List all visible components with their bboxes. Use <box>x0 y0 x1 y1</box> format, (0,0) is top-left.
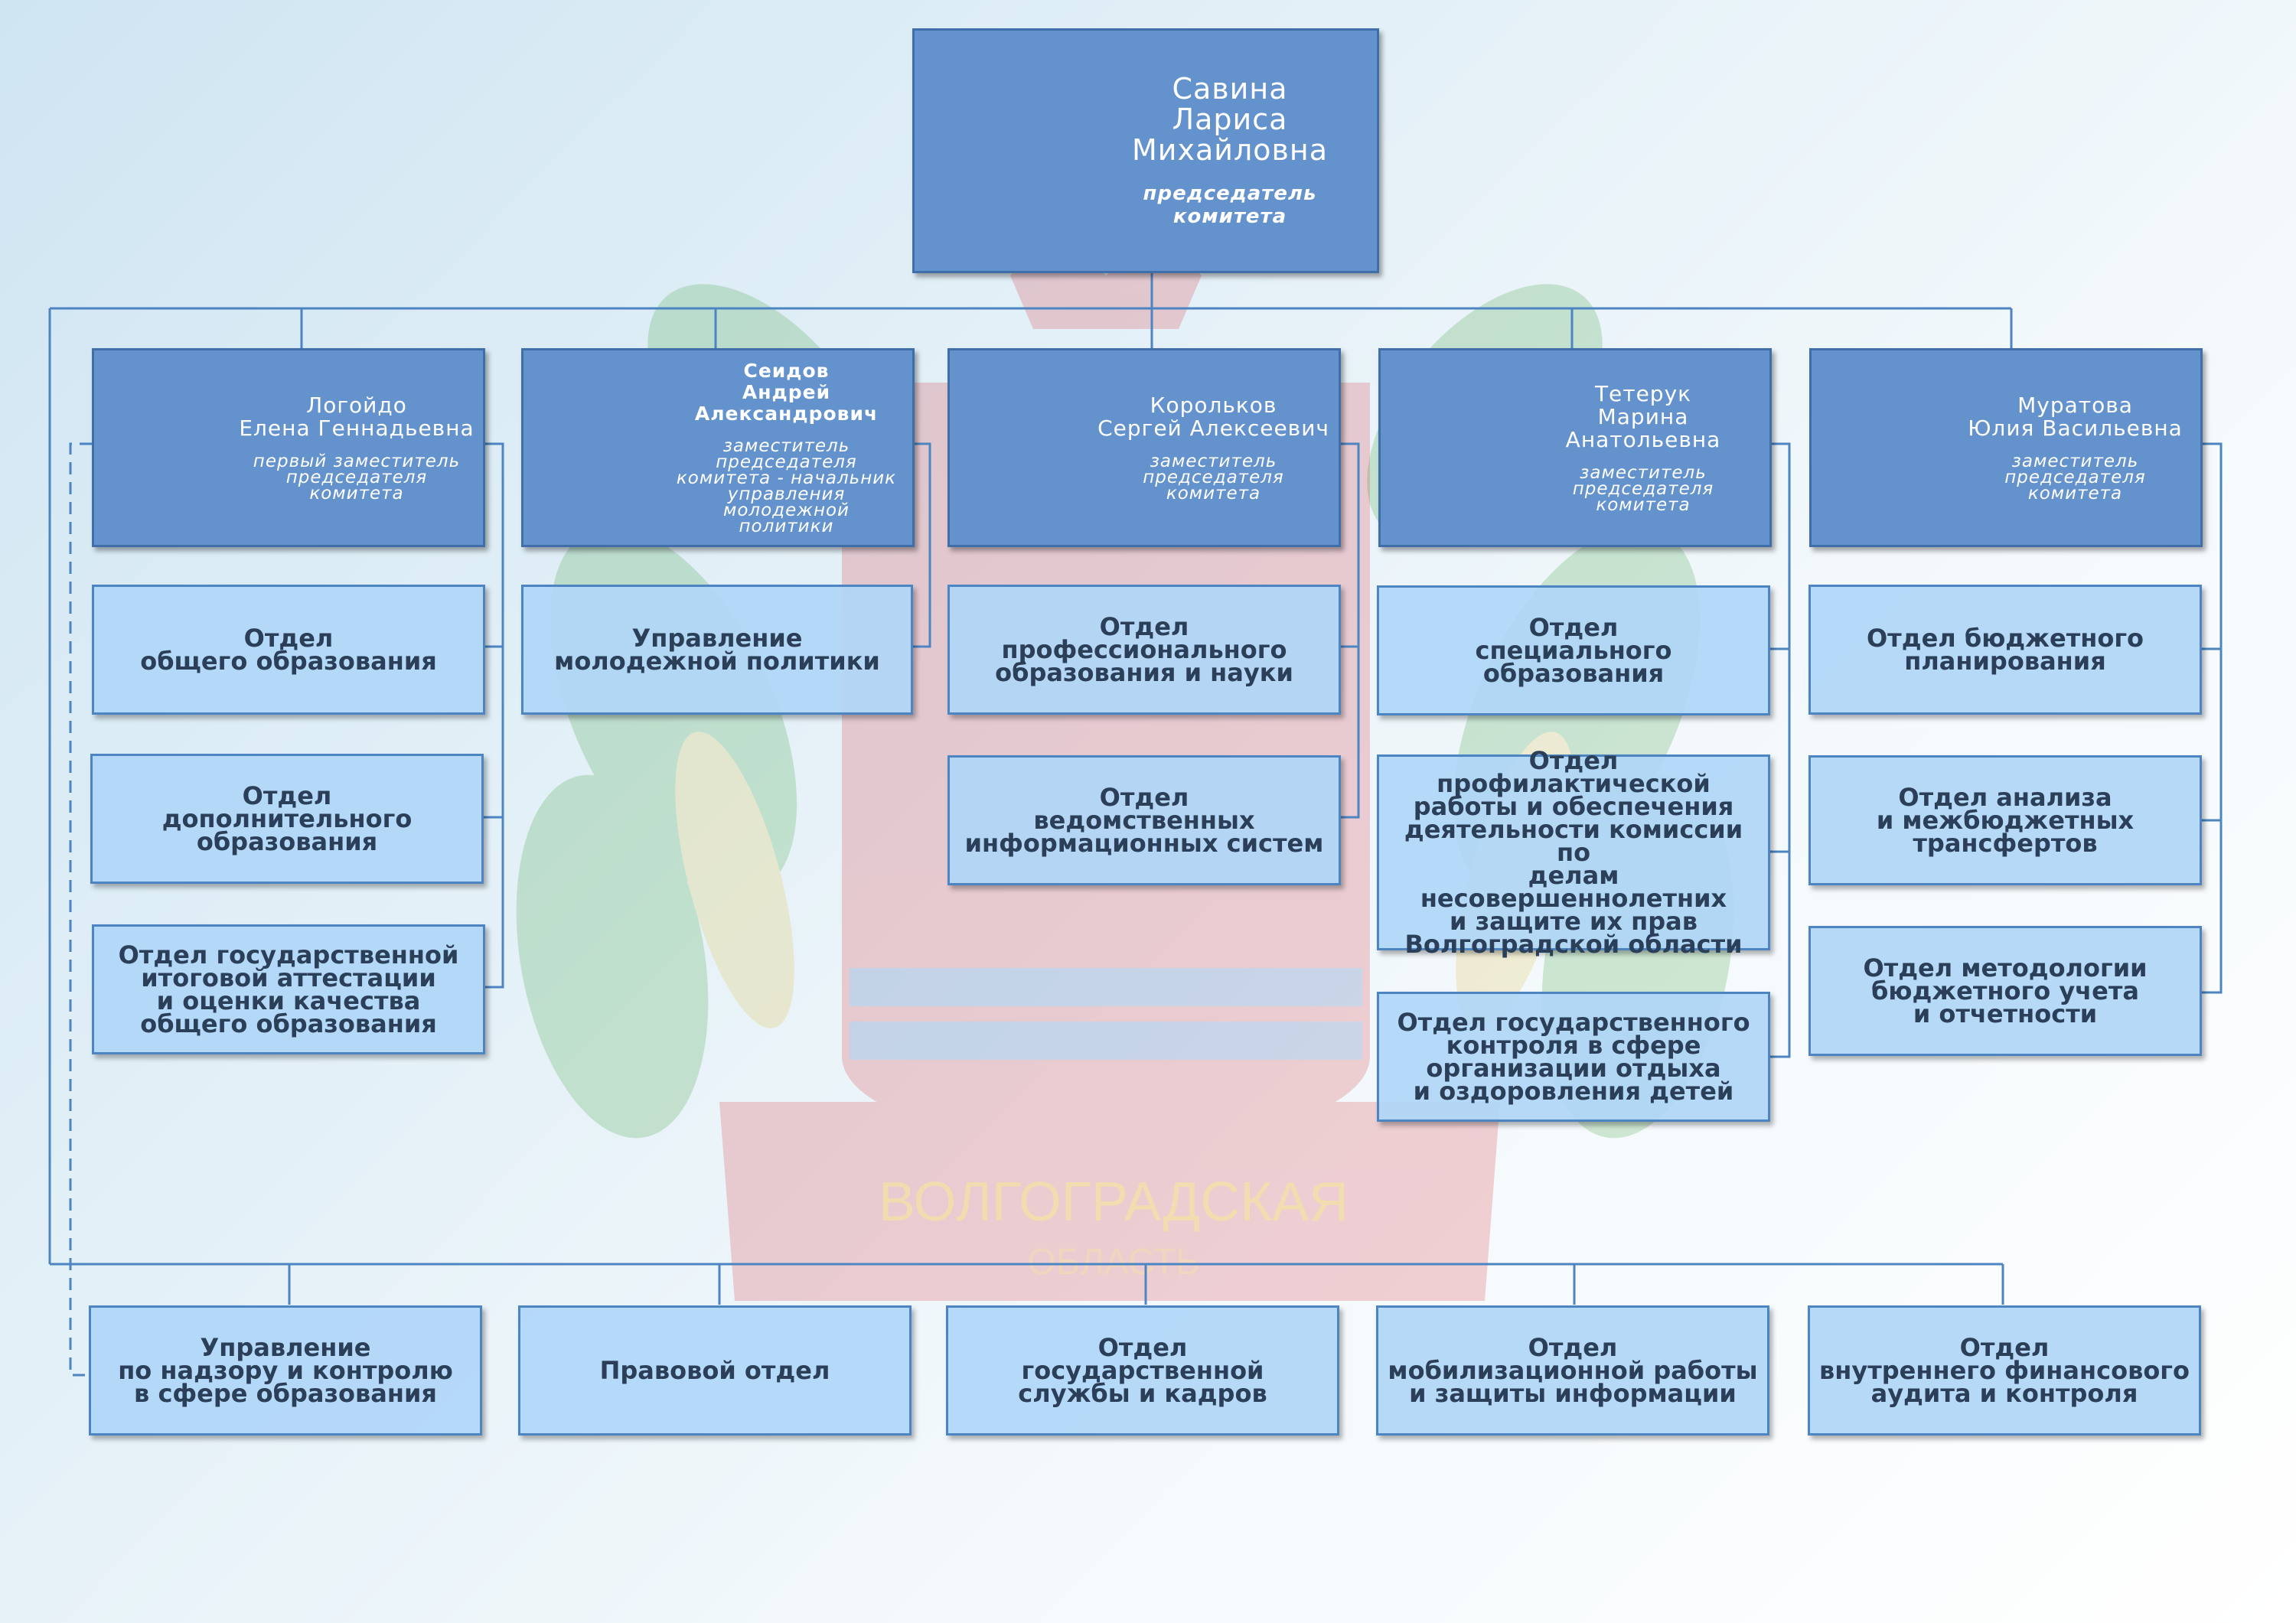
dept-accounting-methodology: Отдел методологии бюджетного учета и отч… <box>1808 926 2202 1056</box>
dept-state-attestation: Отдел государственной итоговой аттестаци… <box>92 924 485 1054</box>
dept-juvenile-commission: Отдел профилактической работы и обеспече… <box>1377 748 1770 957</box>
dept-professional-education: Отдел профессионального образования и на… <box>947 585 1341 715</box>
dept-interbudget-transfers: Отдел анализа и межбюджетных трансфертов <box>1808 755 2202 885</box>
deputy-5-card: Муратова Юлия Васильевна заместитель пре… <box>1809 348 2203 547</box>
dept-information-systems: Отдел ведомственных информационных систе… <box>947 755 1341 885</box>
deputy-4-card: Тетерук Марина Анатольевна заместитель п… <box>1378 348 1772 547</box>
deputy-2-position: заместитель председателя комитета - нача… <box>676 436 897 536</box>
head-card: Савина Лариса Михайловна председатель ко… <box>912 28 1379 273</box>
deputy-1-position: первый заместитель председателя комитета <box>253 451 461 504</box>
dept-additional-education: Отдел дополнительного образования <box>90 754 484 884</box>
deputy-5-name: Муратова Юлия Васильевна <box>1968 392 2183 441</box>
dept-general-education: Отдел общего образования <box>92 585 485 715</box>
head-name: Савина Лариса Михайловна <box>1131 72 1329 167</box>
dept-recreation-control: Отдел государственного контроля в сфере … <box>1377 992 1770 1122</box>
deputy-2-card: Сеидов Андрей Александрович заместитель … <box>521 348 915 547</box>
deputy-5-position: заместитель председателя комитета <box>2004 451 2146 504</box>
deputy-3-name: Корольков Сергей Алексеевич <box>1097 392 1329 441</box>
dept-personnel: Отдел государственной службы и кадров <box>946 1305 1339 1436</box>
deputy-4-name: Тетерук Марина Анатольевна <box>1565 380 1721 452</box>
dept-supervision: Управление по надзору и контролю в сфере… <box>89 1305 482 1436</box>
dept-internal-audit: Отдел внутреннего финансового аудита и к… <box>1808 1305 2201 1436</box>
deputy-4-position: заместитель председателя комитета <box>1572 462 1714 515</box>
deputy-3-position: заместитель председателя комитета <box>1143 451 1284 504</box>
dept-budget-planning: Отдел бюджетного планирования <box>1808 585 2202 715</box>
deputy-1-name: Логойдо Елена Геннадьевна <box>239 392 475 441</box>
deputy-3-card: Корольков Сергей Алексеевич заместитель … <box>947 348 1341 547</box>
dept-youth-policy: Управление молодежной политики <box>521 585 913 715</box>
dept-legal: Правовой отдел <box>518 1305 912 1436</box>
dept-special-education: Отдел специального образования <box>1377 585 1770 715</box>
deputy-1-card: Логойдо Елена Геннадьевна первый замести… <box>92 348 485 547</box>
deputy-2-name: Сеидов Андрей Александрович <box>694 360 879 425</box>
head-position: председатель комитета <box>1143 182 1317 228</box>
dept-mobilization: Отдел мобилизационной работы и защиты ин… <box>1376 1305 1769 1436</box>
